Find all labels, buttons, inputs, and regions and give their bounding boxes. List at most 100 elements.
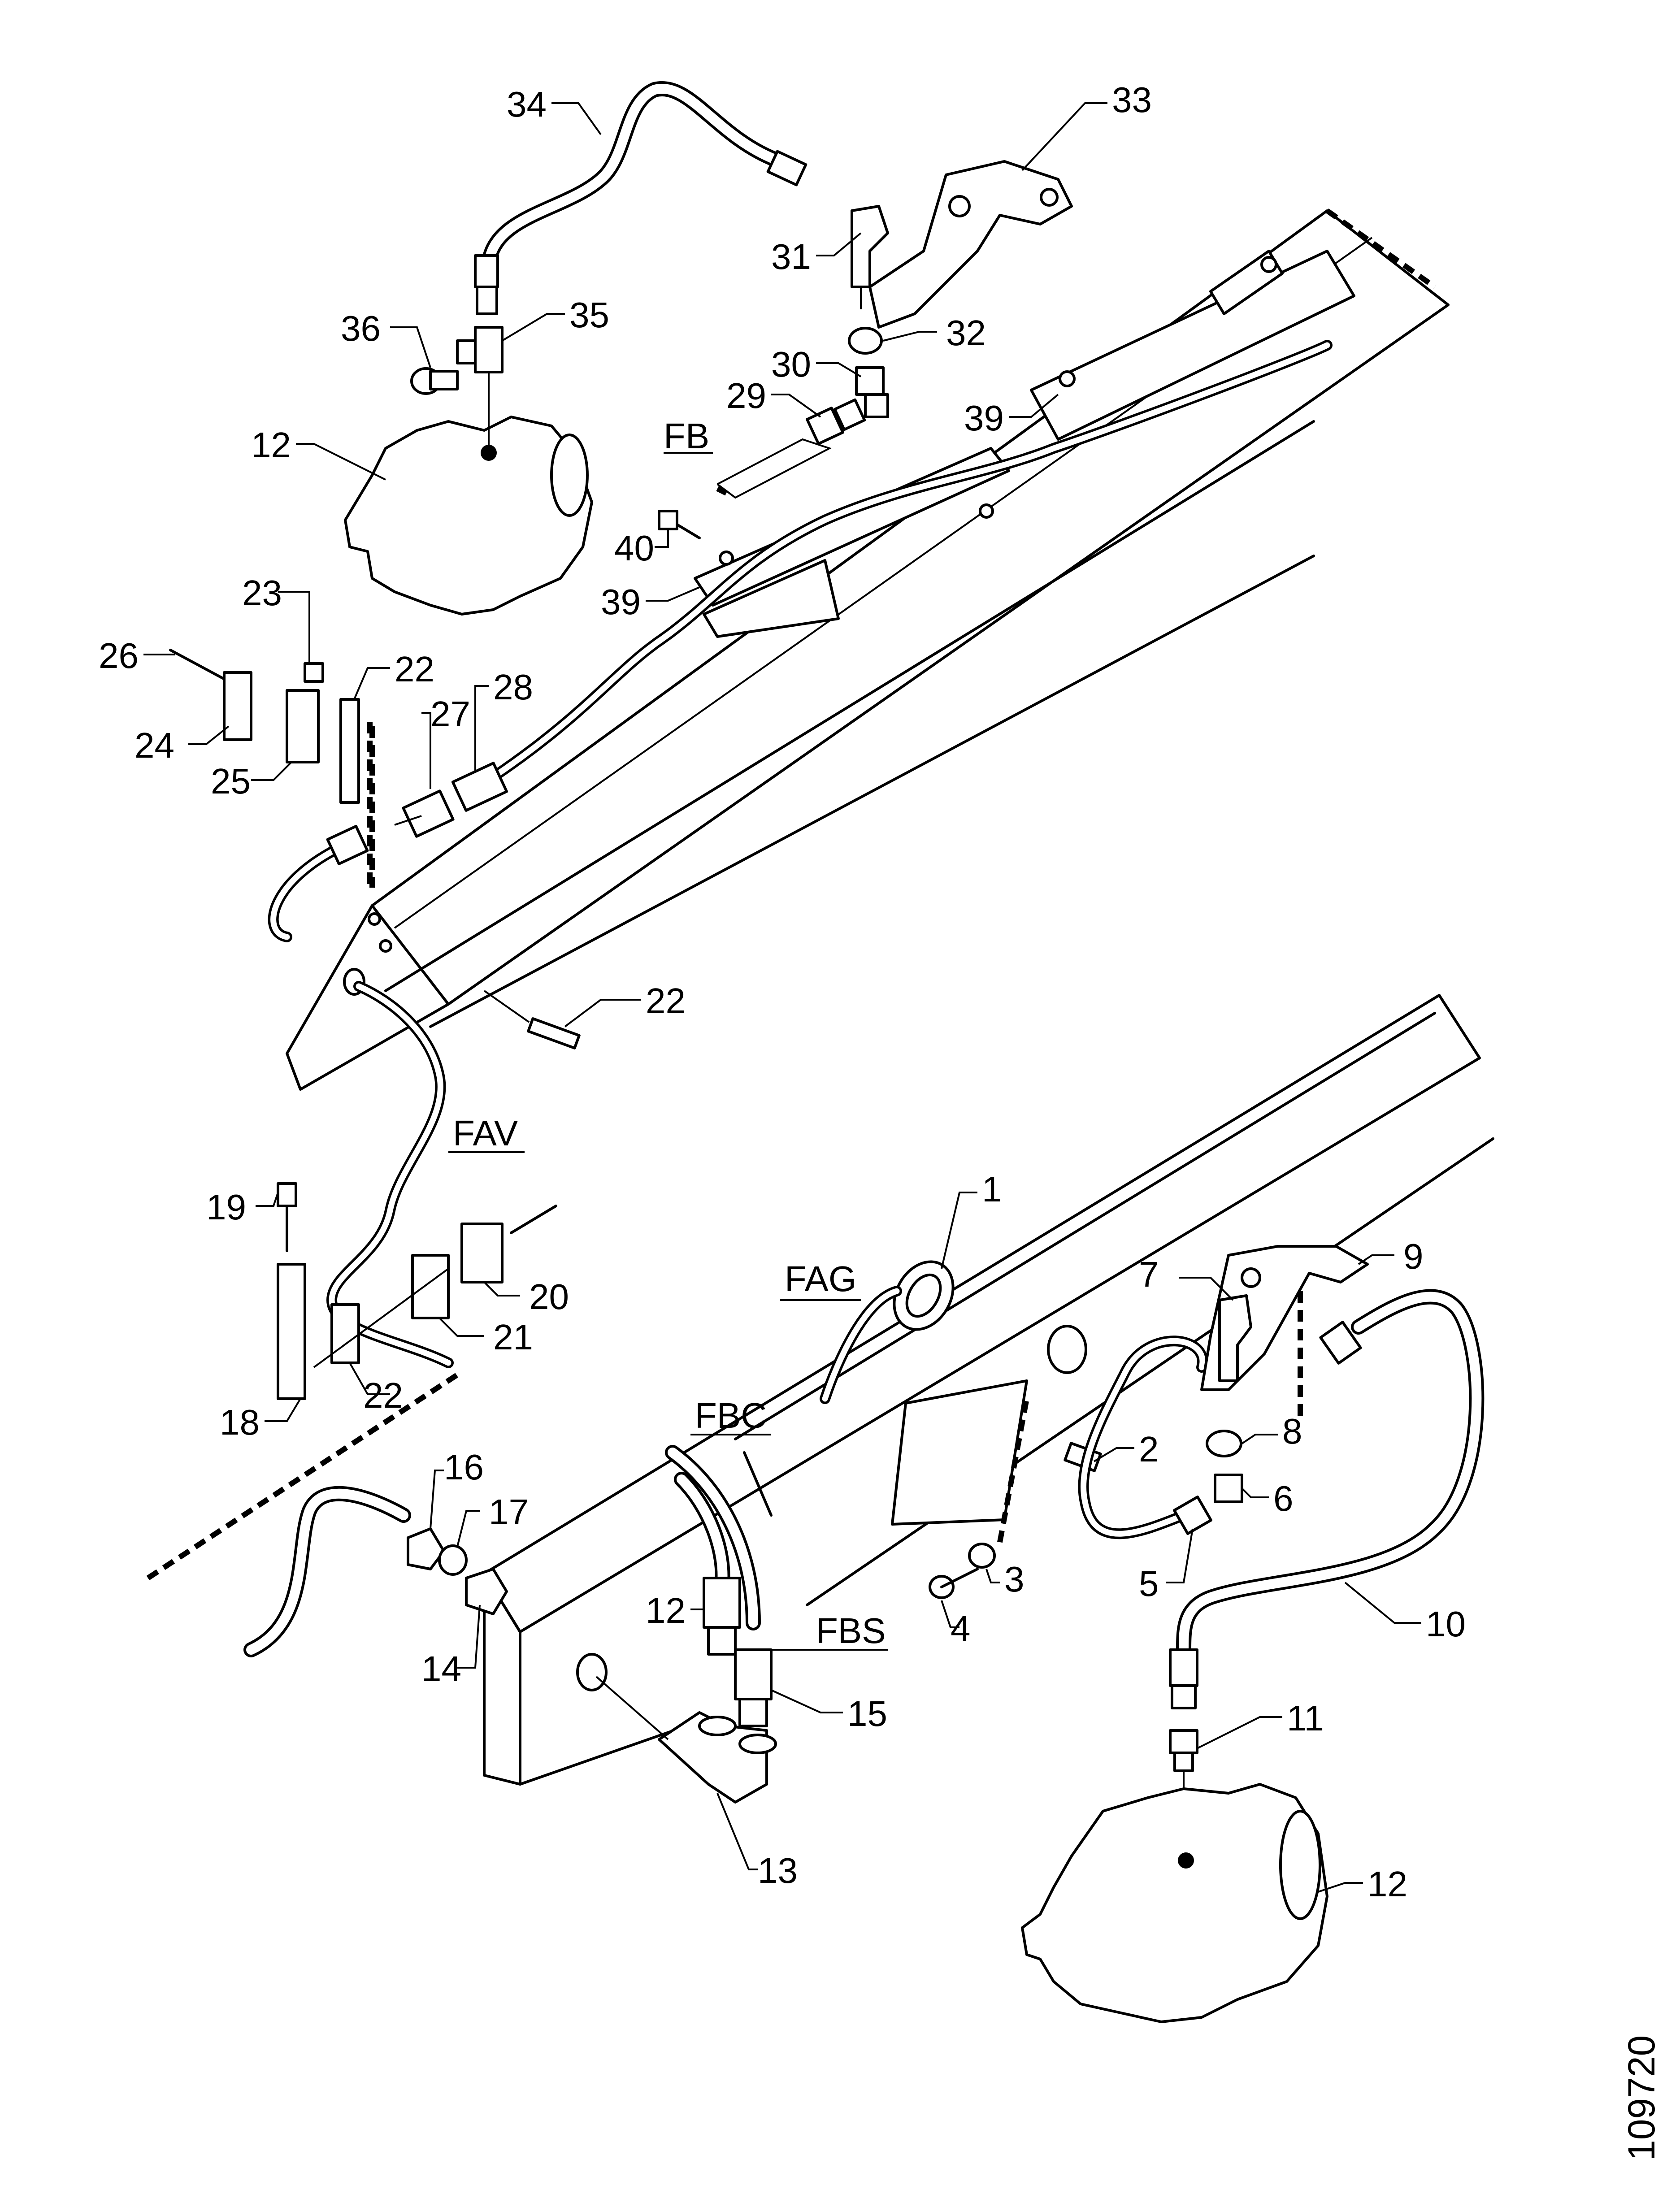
callout-26: 24 — [135, 725, 174, 765]
callout-16: 15 — [847, 1694, 887, 1734]
actuator-12-lower — [1021, 1783, 1328, 2023]
callout-40: 40 — [614, 528, 654, 568]
callout-9: 9 — [1403, 1236, 1424, 1276]
bolt-20-head — [277, 1182, 297, 1207]
callout-18: 17 — [489, 1492, 529, 1532]
callout-22-lower: 22 — [363, 1375, 403, 1415]
bracket-23 — [339, 698, 360, 804]
fittings-15-17-18 — [407, 1527, 508, 1615]
actuator-12-upper — [344, 416, 593, 616]
callout-10: 10 — [1426, 1604, 1466, 1644]
callout-31: 29 — [726, 376, 766, 416]
main-brake-pipe — [483, 340, 1333, 785]
pipe-fag — [820, 1286, 902, 1404]
fitting-5 — [1173, 1496, 1212, 1535]
pipe-loop — [1078, 1335, 1208, 1539]
hose-36 — [481, 81, 788, 272]
callout-35: 33 — [1112, 80, 1152, 120]
callout-12-lower: 12 — [1367, 1864, 1407, 1904]
nut-10 — [1171, 1684, 1197, 1709]
dashed-path-lower-left — [146, 1369, 464, 1581]
clamp-group-fav — [277, 1182, 557, 1400]
nut-34 — [848, 327, 883, 355]
fitting-13 — [703, 1577, 741, 1656]
fitting-6 — [1214, 1474, 1243, 1503]
fitting-11 — [1169, 1729, 1198, 1856]
nut-8 — [1206, 1430, 1242, 1457]
callout-20: 19 — [206, 1187, 246, 1227]
callout-30: 28 — [493, 667, 533, 707]
elbow-7 — [1218, 1294, 1252, 1382]
fitting-36-end — [474, 254, 499, 288]
elbow-33 — [851, 205, 889, 309]
label-FBC: FBC — [695, 1396, 767, 1435]
nut-36 — [476, 286, 498, 315]
fitting-16 — [734, 1648, 773, 1727]
callout-3: 3 — [1004, 1559, 1024, 1599]
label-FAG: FAG — [785, 1259, 856, 1299]
fitting-36-other — [766, 150, 807, 186]
callout-5: 5 — [1139, 1564, 1159, 1604]
fitting-10-bottom — [1169, 1648, 1198, 1687]
callout-29: 27 — [430, 694, 470, 734]
clamp-group-left — [169, 649, 375, 888]
washer-3 — [968, 1543, 996, 1569]
hose-10 — [1176, 1289, 1485, 1657]
callout-37: 35 — [569, 295, 609, 335]
callout-39-upper: 39 — [964, 398, 1004, 438]
callout-21: 20 — [529, 1277, 569, 1317]
upper-chassis-rail — [286, 209, 1450, 1091]
grommet-1 — [893, 1260, 955, 1331]
clamp-27 — [286, 689, 320, 763]
elbow-14 — [595, 1676, 777, 1804]
nut-25 — [304, 662, 324, 683]
callout-34: 32 — [946, 313, 986, 353]
callout-23: 22 — [395, 649, 434, 689]
callout-2: 2 — [1139, 1429, 1159, 1469]
fb-pipe-stub — [716, 438, 832, 499]
callout-24: 22 — [646, 981, 686, 1021]
callout-36: 34 — [507, 84, 547, 124]
callout-19: 18 — [220, 1402, 260, 1442]
valve-38 — [410, 367, 459, 395]
callout-15: 14 — [421, 1649, 461, 1689]
callout-22-upper: 21 — [493, 1317, 533, 1357]
label-FBS: FBS — [816, 1611, 886, 1651]
elbow-32-base — [864, 393, 889, 418]
label-FAV: FAV — [453, 1113, 518, 1153]
leader-lines — [143, 102, 1421, 1893]
bolt-24 — [483, 990, 581, 1049]
tee-37 — [456, 326, 504, 448]
bolt-40 — [658, 510, 701, 539]
clamp-26 — [223, 671, 252, 741]
callout-11: 11 — [1287, 1698, 1324, 1738]
callout-25: 23 — [242, 573, 282, 613]
clamp-21 — [460, 1223, 504, 1283]
pipe-left-upper — [268, 825, 369, 942]
clamp-22a — [330, 1303, 360, 1364]
bracket-35 — [868, 160, 1073, 329]
hoses-fbc-fbs — [665, 1445, 773, 1630]
callout-14: 13 — [758, 1851, 798, 1890]
label-FB: FB — [664, 416, 709, 456]
callout-28: 26 — [99, 636, 139, 676]
bracket-9 — [1200, 1245, 1369, 1391]
callout-6: 6 — [1273, 1479, 1294, 1518]
fitting-10-top — [1319, 1321, 1362, 1365]
callout-33: 31 — [771, 237, 811, 277]
callout-13: 12 — [646, 1591, 686, 1630]
bracket-19 — [277, 1263, 306, 1400]
fittings-29-30 — [394, 762, 508, 838]
callout-27: 25 — [211, 761, 251, 801]
callout-32: 30 — [771, 344, 811, 384]
hose-left-lower — [243, 1486, 411, 1657]
lower-chassis-rail — [483, 994, 1494, 1786]
fitting-32 — [855, 366, 885, 396]
bolt-4 — [929, 1568, 979, 1599]
bracket-39-upper — [1030, 250, 1355, 441]
callout-17: 16 — [444, 1447, 484, 1487]
callout-1: 1 — [982, 1169, 1002, 1209]
callouts: 34 33 31 36 35 32 30 29 39 12 FB 40 39 2… — [99, 80, 1663, 2161]
callout-39-lower: 39 — [601, 582, 641, 622]
